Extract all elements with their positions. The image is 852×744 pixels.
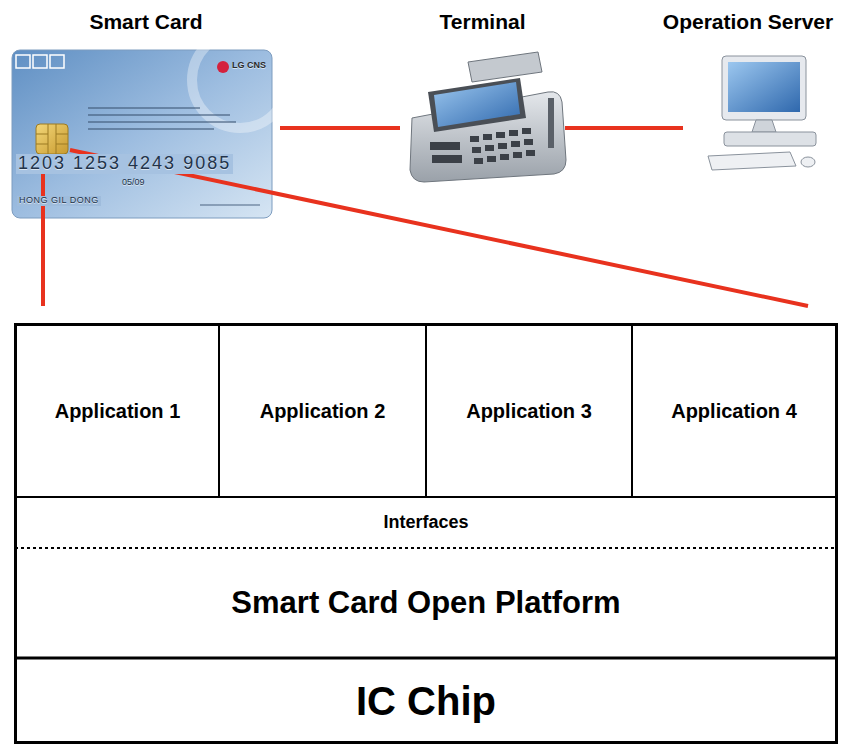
card-slot xyxy=(548,98,554,148)
application-box: Application 2 xyxy=(220,326,425,496)
divider-line xyxy=(425,324,427,497)
layer-label: Application 2 xyxy=(260,400,386,423)
stack-frame xyxy=(16,325,837,743)
card-number: 1203 1253 4243 9085 xyxy=(16,154,233,174)
key xyxy=(432,155,462,163)
card-watermark-circle xyxy=(192,32,288,128)
terminal-picture xyxy=(410,52,566,182)
logo-symbol xyxy=(217,61,229,73)
key xyxy=(430,142,460,150)
key xyxy=(513,152,522,158)
card-icon xyxy=(33,55,47,68)
layer-label: Application 3 xyxy=(466,400,592,423)
red-connector-line xyxy=(280,126,400,130)
key xyxy=(485,145,494,151)
server-picture xyxy=(708,56,816,170)
chip-band: IC Chip xyxy=(17,660,835,741)
key xyxy=(472,147,481,153)
application-box: Application 1 xyxy=(17,326,218,496)
picture-heading: Terminal xyxy=(380,10,585,34)
monitor-frame xyxy=(722,56,806,120)
terminal-printer xyxy=(468,52,542,82)
keyboard xyxy=(708,152,796,170)
card-fine-print xyxy=(88,114,230,116)
divider-line xyxy=(15,657,837,660)
key xyxy=(509,130,518,136)
key xyxy=(526,150,535,156)
card-fine-print xyxy=(88,107,200,109)
application-box: Application 4 xyxy=(633,326,835,496)
terminal-screen-frame xyxy=(428,78,526,132)
key xyxy=(511,141,520,147)
monitor-stand xyxy=(752,120,776,132)
key xyxy=(500,154,509,160)
layer-label: Smart Card Open Platform xyxy=(231,585,620,621)
chip-contact-lines xyxy=(36,124,68,154)
chip-contact xyxy=(36,124,68,154)
logo-text: LG CNS xyxy=(232,61,266,71)
key xyxy=(498,143,507,149)
layer-label: Interfaces xyxy=(383,512,468,533)
dotted-divider xyxy=(15,547,837,549)
card-holder-name: HONG GIL DONG xyxy=(17,196,101,206)
mouse xyxy=(801,157,815,167)
terminal-picture-node: Terminal xyxy=(400,48,565,183)
layer-label: Application 1 xyxy=(55,400,181,423)
expiry-date: 05/09 xyxy=(122,178,145,188)
layer-label: IC Chip xyxy=(356,678,496,724)
card-picture-node: Smart Card xyxy=(12,48,280,218)
divider-line xyxy=(15,496,837,498)
server-picture-node: Operation Server xyxy=(683,48,833,178)
key xyxy=(524,139,533,145)
picture-heading: Smart Card xyxy=(12,10,280,34)
card-fine-print xyxy=(200,204,260,206)
card-icon xyxy=(16,55,30,68)
key xyxy=(487,156,496,162)
platform-band: Smart Card Open Platform xyxy=(17,550,835,656)
card-icon xyxy=(50,55,64,68)
key xyxy=(483,134,492,140)
application-box: Application 3 xyxy=(427,326,631,496)
picture-heading: Operation Server xyxy=(630,10,852,34)
interface-band: Interfaces xyxy=(17,499,835,546)
key xyxy=(470,136,479,142)
key xyxy=(474,158,483,164)
zoom-leader-line xyxy=(41,156,45,306)
card-body xyxy=(12,50,272,218)
layer-label: Application 4 xyxy=(671,400,797,423)
terminal-screen xyxy=(434,82,520,127)
card-fine-print xyxy=(88,128,214,130)
divider-line xyxy=(631,324,633,497)
red-connector-line xyxy=(565,126,683,130)
key xyxy=(496,132,505,138)
computer-case xyxy=(724,132,816,146)
smart-card-picture xyxy=(12,32,288,218)
key xyxy=(522,128,531,134)
terminal-keypad xyxy=(430,128,535,164)
monitor-screen xyxy=(728,62,800,112)
divider-line xyxy=(218,324,220,497)
card-fine-print xyxy=(88,121,236,123)
